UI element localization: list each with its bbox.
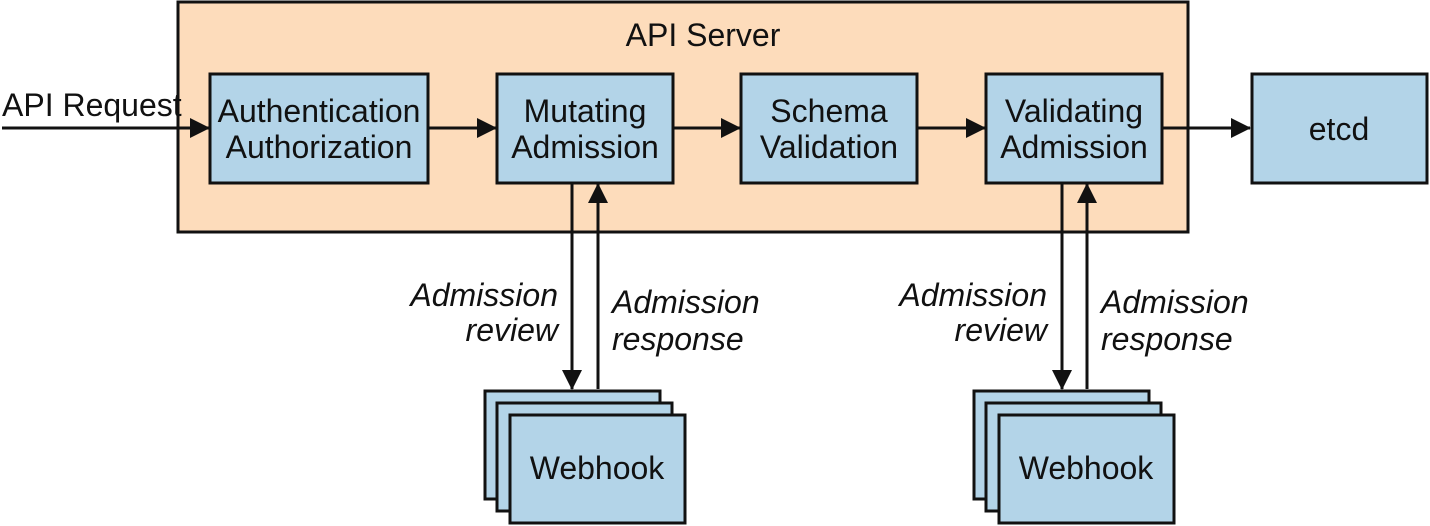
- validating-review-label-line-2: review: [955, 312, 1049, 348]
- authentication-authorization-stage: Authentication Authorization: [208, 72, 430, 185]
- etcd-store: etcd: [1250, 72, 1429, 185]
- validating-review-label-line-1: Admission: [897, 277, 1047, 313]
- schema-validation-stage: Schema Validation: [739, 72, 919, 185]
- mutating-review-label-line-1: Admission: [408, 277, 558, 313]
- validating-stage-line-1: Validating: [1005, 93, 1143, 129]
- validating-response-label-line-2: response: [1101, 321, 1233, 357]
- validating-webhook-stack: Webhook: [972, 389, 1176, 525]
- validating-webhook-label: Webhook: [1019, 450, 1155, 486]
- mutating-review-label-line-2: review: [466, 312, 560, 348]
- validating-admission-stage: Validating Admission: [984, 72, 1164, 185]
- mutating-stage-line-1: Mutating: [524, 93, 647, 129]
- mutating-webhook-stack: Webhook: [483, 389, 687, 525]
- auth-stage-line-2: Authorization: [226, 129, 413, 165]
- schema-stage-line-2: Validation: [760, 129, 898, 165]
- mutating-response-label-line-1: Admission: [610, 284, 760, 320]
- api-server-title: API Server: [626, 17, 781, 53]
- validating-response-label-line-1: Admission: [1099, 284, 1249, 320]
- validating-stage-line-2: Admission: [1000, 129, 1148, 165]
- mutating-response-label-line-2: response: [612, 321, 744, 357]
- mutating-webhook-label: Webhook: [530, 450, 666, 486]
- schema-stage-line-1: Schema: [770, 93, 888, 129]
- api-request-label: API Request: [2, 87, 182, 123]
- mutating-admission-stage: Mutating Admission: [495, 72, 675, 185]
- auth-stage-line-1: Authentication: [218, 93, 421, 129]
- etcd-label: etcd: [1309, 111, 1369, 147]
- mutating-stage-line-2: Admission: [511, 129, 659, 165]
